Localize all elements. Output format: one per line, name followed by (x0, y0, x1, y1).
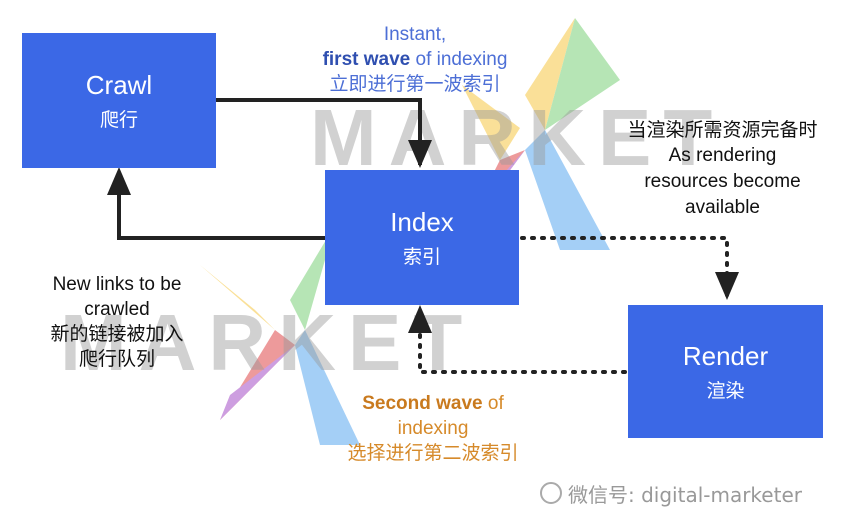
first-wave-bold: first wave (322, 49, 411, 70)
first-wave-rest: of indexing (410, 49, 508, 70)
arrowhead-render-top (715, 272, 739, 300)
render-resources-zh: 当渲染所需资源完备时 (627, 119, 818, 141)
index-box: Index 索引 (325, 170, 519, 305)
first-wave-zh: 立即进行第一波索引 (329, 73, 501, 95)
second-wave-bold: Second wave (362, 393, 483, 414)
second-wave-label: Second wave of indexing 选择进行第二波索引 (318, 391, 548, 466)
arrowhead-crawl-bottom (107, 167, 131, 195)
crawl-label-en: Crawl (85, 69, 153, 100)
new-links-zh2: 爬行队列 (78, 348, 155, 370)
render-resources-line1: As rendering (668, 145, 777, 166)
new-links-line1: New links to be (52, 274, 182, 295)
index-label-zh: 索引 (402, 245, 441, 268)
arrow-render-to-index (418, 308, 627, 374)
crawl-label-zh: 爬行 (99, 108, 138, 131)
watermark-text-bottom: MARKET (60, 298, 474, 387)
arrow-index-to-crawl (117, 172, 325, 240)
index-label-en: Index (390, 206, 454, 237)
render-resources-line2: resources become (644, 171, 801, 192)
watermark-text-top: MARKET (310, 93, 724, 182)
render-box: Render 渲染 (628, 305, 823, 438)
first-wave-line2: first wave of indexing (300, 47, 530, 72)
render-resources-line3: available (685, 197, 760, 218)
second-wave-rest: of (482, 393, 504, 414)
render-label-zh: 渲染 (706, 379, 745, 402)
new-links-line2: crawled (84, 299, 150, 320)
watermark-logo-bottom (200, 225, 360, 445)
second-wave-zh: 选择进行第二波索引 (347, 442, 519, 464)
new-links-label: New links to be crawled 新的链接被加入 爬行队列 (22, 272, 212, 372)
arrowhead-index-top (408, 140, 432, 168)
second-wave-line2: indexing (397, 418, 469, 439)
render-resources-label: 当渲染所需资源完备时 As rendering resources become… (600, 117, 845, 221)
new-links-zh1: 新的链接被加入 (50, 323, 184, 345)
arrow-index-to-render (520, 236, 729, 302)
first-wave-line1: Instant, (383, 24, 447, 45)
first-wave-label: Instant, first wave of indexing 立即进行第一波索… (300, 22, 530, 97)
render-label-en: Render (682, 340, 769, 371)
wechat-watermark-text: 微信号: digital-marketer (568, 482, 802, 507)
wechat-watermark: 微信号: digital-marketer (540, 478, 840, 508)
arrowhead-index-bottom (408, 305, 432, 333)
crawl-box: Crawl 爬行 (22, 33, 216, 168)
wechat-icon (540, 482, 562, 504)
second-wave-line1: Second wave of (318, 391, 548, 416)
